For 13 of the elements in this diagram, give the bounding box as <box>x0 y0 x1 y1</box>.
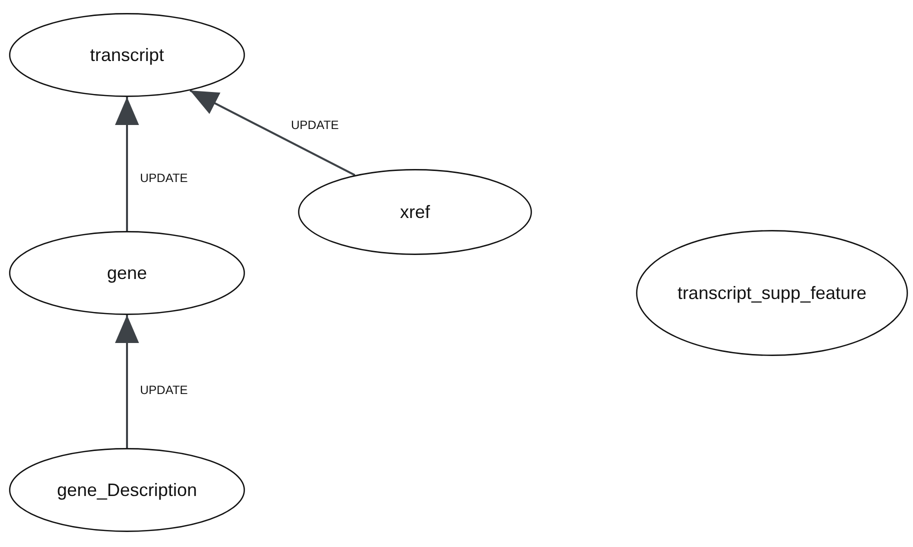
entity-ellipse <box>9 448 245 532</box>
arrow <box>190 90 356 176</box>
node-label: gene <box>106 262 148 284</box>
arrow <box>115 315 139 448</box>
entity-ellipse <box>636 230 908 356</box>
node-label: transcript_supp_feature <box>677 282 867 304</box>
node-label: transcript <box>90 44 164 66</box>
node-label: xref <box>400 202 430 222</box>
entity-ellipse <box>9 13 245 97</box>
entity-ellipse <box>9 231 245 315</box>
entity-ellipse <box>298 169 532 255</box>
arrow <box>115 97 139 231</box>
node-label: gene_Description <box>56 480 198 500</box>
